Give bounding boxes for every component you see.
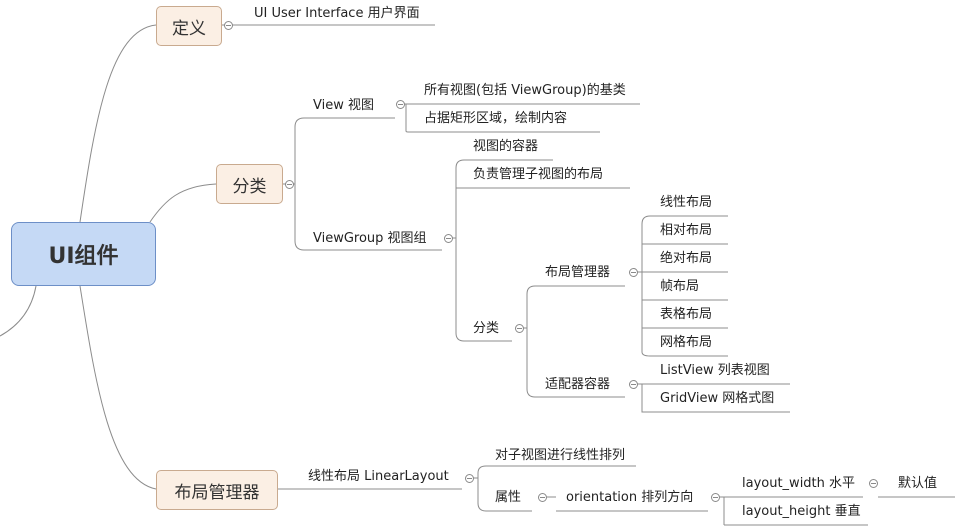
- layout-type-item[interactable]: 帧布局: [660, 279, 700, 294]
- collapse-toggle-icon[interactable]: [285, 180, 294, 189]
- layout-manager-label: 布局管理器: [174, 482, 260, 503]
- default-value-label[interactable]: 默认值: [898, 476, 938, 491]
- orientation-node[interactable]: orientation 排列方向: [566, 490, 694, 505]
- collapse-toggle-icon[interactable]: [224, 21, 233, 30]
- view-item-1[interactable]: 所有视图(包括 ViewGroup)的基类: [424, 83, 626, 98]
- definition-node[interactable]: 定义: [156, 6, 222, 46]
- adapter-item[interactable]: ListView 列表视图: [660, 363, 770, 378]
- collapse-toggle-icon[interactable]: [444, 234, 453, 243]
- definition-content: UI User Interface 用户界面: [254, 6, 420, 21]
- linear-layout-node[interactable]: 线性布局 LinearLayout: [308, 469, 449, 484]
- linear-layout-description[interactable]: 对子视图进行线性排列: [495, 448, 626, 463]
- viewgroup-item-2[interactable]: 负责管理子视图的布局: [473, 167, 604, 182]
- viewgroup-node[interactable]: ViewGroup 视图组: [313, 231, 427, 246]
- adapter-container-node[interactable]: 适配器容器: [545, 377, 611, 392]
- collapse-toggle-icon[interactable]: [515, 324, 524, 333]
- collapse-toggle-icon[interactable]: [538, 493, 547, 502]
- layout-manager-type-node[interactable]: 布局管理器: [545, 265, 611, 280]
- attribute-node[interactable]: 属性: [495, 490, 522, 505]
- collapse-toggle-icon[interactable]: [465, 474, 474, 483]
- layout-type-item[interactable]: 绝对布局: [660, 251, 713, 266]
- collapse-toggle-icon[interactable]: [629, 268, 638, 277]
- collapse-toggle-icon[interactable]: [396, 100, 405, 109]
- layout-type-item[interactable]: 线性布局: [660, 195, 713, 210]
- layout-type-item[interactable]: 表格布局: [660, 307, 713, 322]
- horizontal-value-node[interactable]: layout_width 水平: [742, 476, 856, 491]
- layout-type-item[interactable]: 网格布局: [660, 335, 713, 350]
- view-node[interactable]: View 视图: [313, 98, 374, 113]
- adapter-item[interactable]: GridView 网格式图: [660, 391, 775, 406]
- root-node[interactable]: UI组件: [11, 222, 156, 286]
- layout-manager-node[interactable]: 布局管理器: [156, 470, 278, 510]
- viewgroup-category-node[interactable]: 分类: [473, 321, 500, 336]
- vertical-value-node[interactable]: layout_height 垂直: [742, 504, 861, 519]
- viewgroup-item-1[interactable]: 视图的容器: [473, 139, 539, 154]
- collapse-toggle-icon[interactable]: [629, 380, 638, 389]
- classification-label: 分类: [232, 176, 267, 197]
- collapse-toggle-icon[interactable]: [869, 479, 878, 488]
- definition-label: 定义: [172, 18, 206, 39]
- view-item-2[interactable]: 占据矩形区域，绘制内容: [424, 111, 568, 126]
- root-label: UI组件: [48, 244, 119, 269]
- collapse-toggle-icon[interactable]: [711, 493, 720, 502]
- classification-node[interactable]: 分类: [216, 164, 283, 204]
- layout-type-item[interactable]: 相对布局: [660, 223, 713, 238]
